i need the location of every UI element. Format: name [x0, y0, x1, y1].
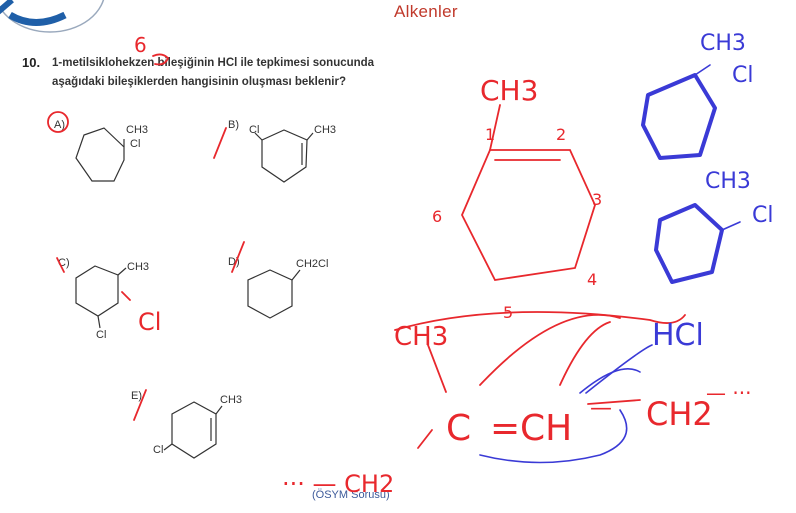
option-a-letter: A)	[54, 119, 65, 131]
red-cl-option-c: Cl	[138, 308, 161, 336]
option-e-structure	[163, 401, 223, 459]
option-d-structure	[247, 269, 301, 319]
blue-hcl: HCl	[652, 318, 704, 353]
red-chain-right: — ···	[706, 381, 751, 405]
blue-ch3-bottom: CH3	[705, 169, 751, 194]
option-e-ch3-label: CH3	[220, 394, 243, 406]
red-ch: CH	[520, 408, 572, 449]
red-num-5: 5	[503, 303, 513, 322]
option-a-structure	[75, 127, 125, 182]
option-e-letter: E)	[131, 390, 142, 402]
red-num-6: 6	[432, 207, 442, 226]
blue-cl-bottom: Cl	[752, 203, 773, 228]
option-c-structure	[75, 265, 127, 329]
blue-cl-top: Cl	[732, 63, 753, 88]
red-label-6-top: 6	[134, 33, 147, 57]
red-ch3-bottom: CH3	[394, 322, 448, 352]
red-num-2: 2	[556, 125, 566, 144]
red-equals: =	[490, 408, 520, 449]
red-c: C	[446, 408, 471, 449]
option-b-ch3-label: CH3	[314, 124, 337, 136]
blue-ch3-top: CH3	[700, 31, 746, 56]
option-b-structure	[254, 129, 314, 183]
option-c-cl-label: Cl	[96, 329, 107, 341]
red-ch2-right: CH2	[646, 395, 713, 433]
option-d-ch2cl-label: CH2Cl	[296, 258, 329, 270]
option-a-ch3-label: CH3	[126, 124, 149, 136]
option-e-cl-label: Cl	[153, 444, 164, 456]
question-number: 10.	[22, 55, 41, 70]
source-note: (ÖSYM Sorusu)	[312, 489, 390, 501]
option-c-letter: C)	[58, 257, 70, 269]
red-handwriting	[47, 53, 686, 449]
chapter-title: Alkenler	[394, 2, 458, 21]
red-label-ch3-top: CH3	[480, 74, 538, 107]
question-text-line-2: aşağıdaki bileşiklerden hangisinin oluşm…	[52, 76, 346, 88]
option-b-letter: B)	[228, 119, 239, 131]
red-ch2-bottom: ··· — CH2	[282, 470, 394, 498]
red-num-3: 3	[592, 190, 602, 209]
red-text: 6 CH3 1 2 3 4 5 6 Cl CH3 C = CH — CH2 — …	[134, 33, 751, 498]
red-dash: —	[590, 396, 612, 421]
publisher-logo	[0, 0, 105, 33]
red-num-1: 1	[485, 125, 495, 144]
option-d-letter: D)	[228, 256, 240, 268]
option-a-cl-label: Cl	[130, 138, 141, 150]
option-b-cl-label: Cl	[249, 124, 260, 136]
option-c-ch3-label: CH3	[127, 261, 150, 273]
question-text-line-1: 1-metilsiklohekzen bileşiğinin HCl ile t…	[52, 57, 375, 69]
red-num-4: 4	[587, 270, 597, 289]
